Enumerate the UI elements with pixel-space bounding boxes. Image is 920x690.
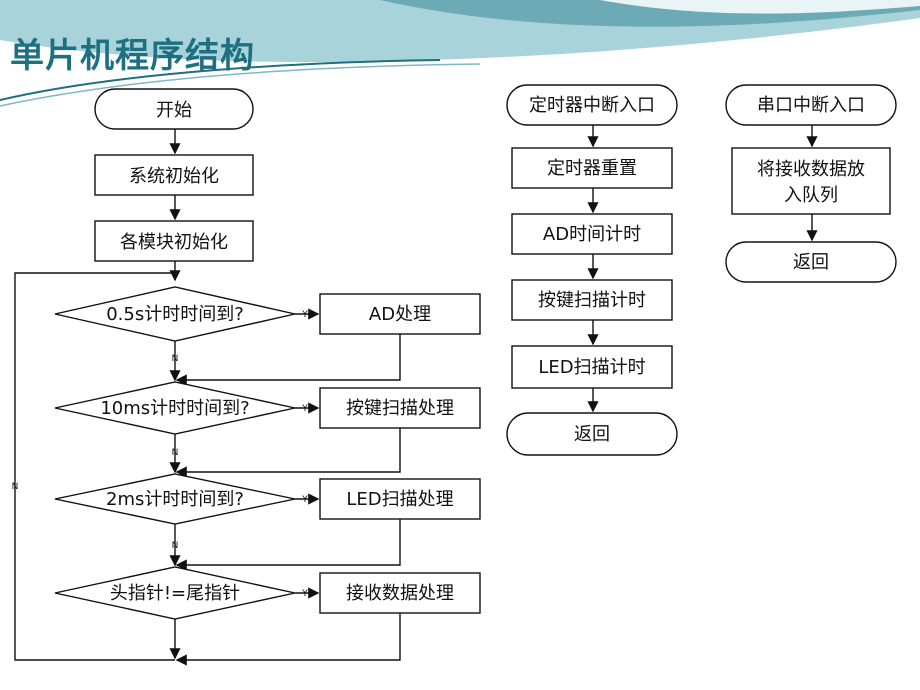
serial-step-label-line2: 入队列 (784, 185, 838, 206)
slide-title: 单片机程序结构 (10, 36, 255, 76)
decision-4-label: 头指针!=尾指针 (110, 583, 240, 604)
start-label: 开始 (156, 100, 192, 121)
serial-flow-text: 串口中断入口 将接收数据放 入队列 返回 (757, 95, 865, 273)
no-label-3: N (172, 541, 179, 551)
branch-labels: Y Y Y Y N N N N (12, 310, 309, 599)
timer-step-2-box (511, 213, 673, 255)
serial-entry-label: 串口中断入口 (757, 95, 865, 116)
timer-step-1-label: 定时器重置 (547, 158, 637, 179)
timer-entry-terminal (506, 84, 678, 126)
timer-entry-label: 定时器中断入口 (529, 95, 655, 116)
no-label-loop: N (12, 482, 19, 492)
action-1-box (319, 293, 481, 335)
decision-2-label: 10ms计时时间到? (100, 398, 249, 419)
timer-flow (506, 84, 678, 456)
serial-entry-terminal (725, 84, 897, 126)
loop-back-line (14, 272, 175, 661)
main-flow (14, 88, 481, 666)
decision-1-label: 0.5s计时时间到? (106, 304, 244, 325)
action-3-label: LED扫描处理 (346, 489, 453, 510)
serial-exit-label: 返回 (793, 252, 829, 273)
decision-3-label: 2ms计时时间到? (106, 489, 244, 510)
init-system-box (94, 154, 254, 196)
action-2-box (319, 387, 481, 429)
start-terminal (94, 88, 254, 130)
yes-label-1: Y (301, 310, 308, 320)
timer-step-2-label: AD时间计时 (543, 224, 641, 245)
serial-exit-terminal (725, 241, 897, 283)
timer-step-3-label: 按键扫描计时 (538, 290, 646, 311)
no-label-1: N (172, 354, 179, 364)
action-2-label: 按键扫描处理 (346, 398, 454, 419)
init-modules-label: 各模块初始化 (120, 232, 228, 253)
init-modules-box (94, 220, 254, 262)
init-system-label: 系统初始化 (129, 166, 219, 187)
yes-label-4: Y (301, 589, 308, 599)
serial-step-label-line1: 将接收数据放 (757, 159, 865, 180)
timer-exit-label: 返回 (574, 424, 610, 445)
serial-flow (725, 84, 897, 283)
main-flow-text: 开始 系统初始化 各模块初始化 0.5s计时时间到? AD处理 10ms计时时间… (100, 100, 454, 604)
timer-step-3-box (511, 279, 673, 321)
timer-step-1-box (511, 147, 673, 189)
serial-step-box (731, 147, 891, 215)
yes-label-2: Y (301, 404, 308, 414)
action-3-box (319, 478, 481, 520)
action-4-label: 接收数据处理 (346, 583, 454, 604)
action-1-label: AD处理 (369, 304, 431, 325)
yes-label-3: Y (301, 495, 308, 505)
timer-step-4-box (511, 345, 673, 389)
timer-step-4-label: LED扫描计时 (538, 357, 645, 378)
timer-exit-terminal (506, 412, 678, 456)
no-label-2: N (172, 448, 179, 458)
timer-flow-text: 定时器中断入口 定时器重置 AD时间计时 按键扫描计时 LED扫描计时 返回 (529, 95, 655, 445)
header-banner (0, 0, 920, 107)
